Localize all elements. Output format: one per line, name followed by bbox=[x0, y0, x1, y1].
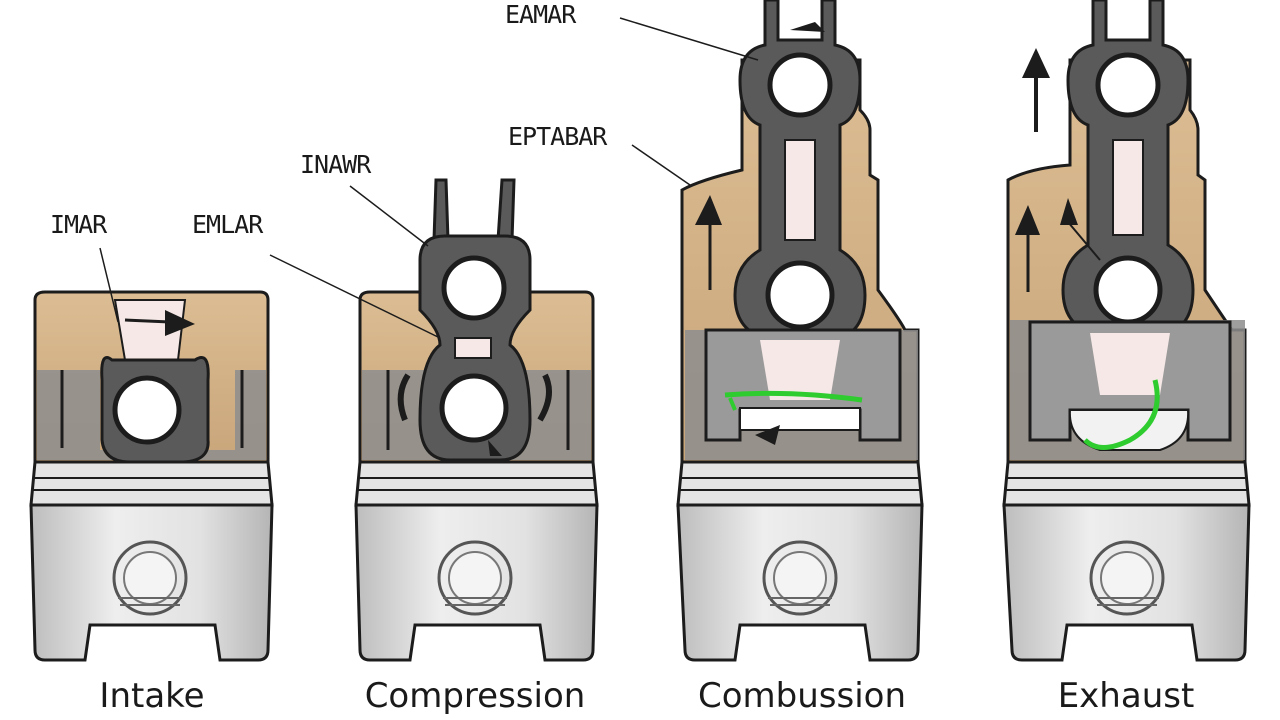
exhaust-stage bbox=[1002, 0, 1251, 662]
intake-arrow-icon bbox=[165, 310, 195, 336]
compression-stage bbox=[269, 178, 599, 662]
compression-rod-prong-left bbox=[432, 178, 450, 242]
exhaust-upper-hole bbox=[1095, 52, 1161, 118]
stage-title-intake: Intake bbox=[99, 676, 205, 716]
compression-body-callout: EMLAR bbox=[192, 210, 263, 239]
combustion-body-callout: EPTABAR bbox=[508, 122, 607, 151]
combustion-flame bbox=[724, 390, 863, 403]
combustion-upper-hole bbox=[767, 52, 833, 118]
stage-title-exhaust: Exhaust bbox=[1057, 676, 1195, 716]
exhaust-lower-hole bbox=[1093, 255, 1163, 325]
combustion-stage bbox=[619, 0, 924, 662]
combustion-lower-hole bbox=[765, 260, 835, 330]
combustion-arrow-icon bbox=[695, 195, 722, 225]
compression-upper-hole bbox=[441, 255, 507, 321]
intake-rod-callout: IMAR bbox=[50, 210, 107, 239]
intake-lower-band bbox=[37, 370, 266, 460]
compression-rod-prong-right bbox=[496, 178, 516, 242]
stage-title-compression: Compression bbox=[364, 676, 586, 716]
exhaust-side-arrow-icon bbox=[1015, 205, 1040, 235]
compression-rod-callout: INAWR bbox=[300, 150, 371, 179]
intake-stage bbox=[29, 247, 274, 662]
intake-pin-hole bbox=[112, 375, 182, 445]
exhaust-flame bbox=[1083, 379, 1160, 450]
combustion-top-callout: EAMAR bbox=[505, 0, 576, 29]
compression-lower-hole bbox=[439, 373, 509, 443]
exhaust-up-arrow-icon bbox=[1022, 48, 1050, 78]
stage-title-combustion: Combussion bbox=[697, 676, 907, 716]
